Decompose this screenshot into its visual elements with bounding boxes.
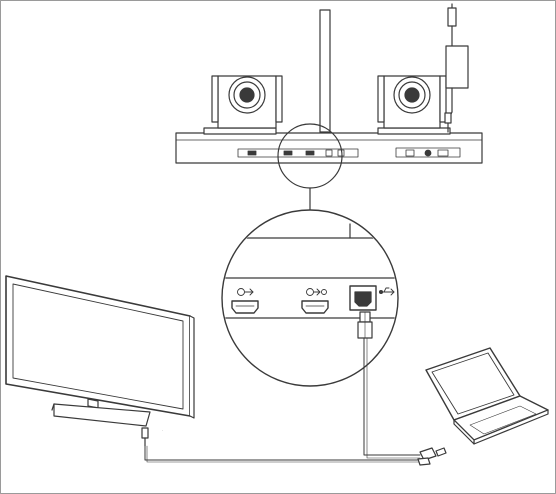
mount-pole <box>319 9 331 133</box>
bar-port-row <box>247 149 449 157</box>
bar-port-icon <box>437 149 449 157</box>
power-brick-icon <box>445 45 469 89</box>
mount-bar <box>175 127 483 164</box>
hdmi-output-icon <box>306 288 327 296</box>
bar-usb-icon <box>325 149 333 157</box>
hdmi-plug-end <box>417 457 431 466</box>
bar-hdmi-icon <box>305 150 315 156</box>
usb-cable <box>363 337 421 459</box>
laptop <box>425 347 549 445</box>
bar-dc-jack-icon <box>424 149 432 157</box>
usb-a-plug <box>419 447 447 461</box>
hdmi-out-2-port <box>301 288 329 314</box>
hdmi-out-1-port <box>231 288 259 314</box>
usb-icon <box>378 287 395 296</box>
bar-power-icon <box>405 149 415 157</box>
monitor-stand-base <box>53 403 151 427</box>
monitor-hdmi-plug <box>141 427 149 447</box>
power-adapter <box>444 3 469 133</box>
monitor <box>5 275 195 427</box>
camera-right <box>377 75 447 129</box>
bar-hdmi-icon <box>283 150 293 156</box>
port-panel-zoom <box>221 209 399 387</box>
bar-hdmi-icon <box>247 150 257 156</box>
hdmi-cable <box>144 445 421 463</box>
camera-left <box>211 75 283 129</box>
tick-mark: . <box>162 427 163 432</box>
usb-b-port <box>349 285 395 311</box>
hdmi-output-icon <box>237 288 254 296</box>
power-plug-icon <box>447 7 457 27</box>
usb-plug <box>357 311 373 339</box>
